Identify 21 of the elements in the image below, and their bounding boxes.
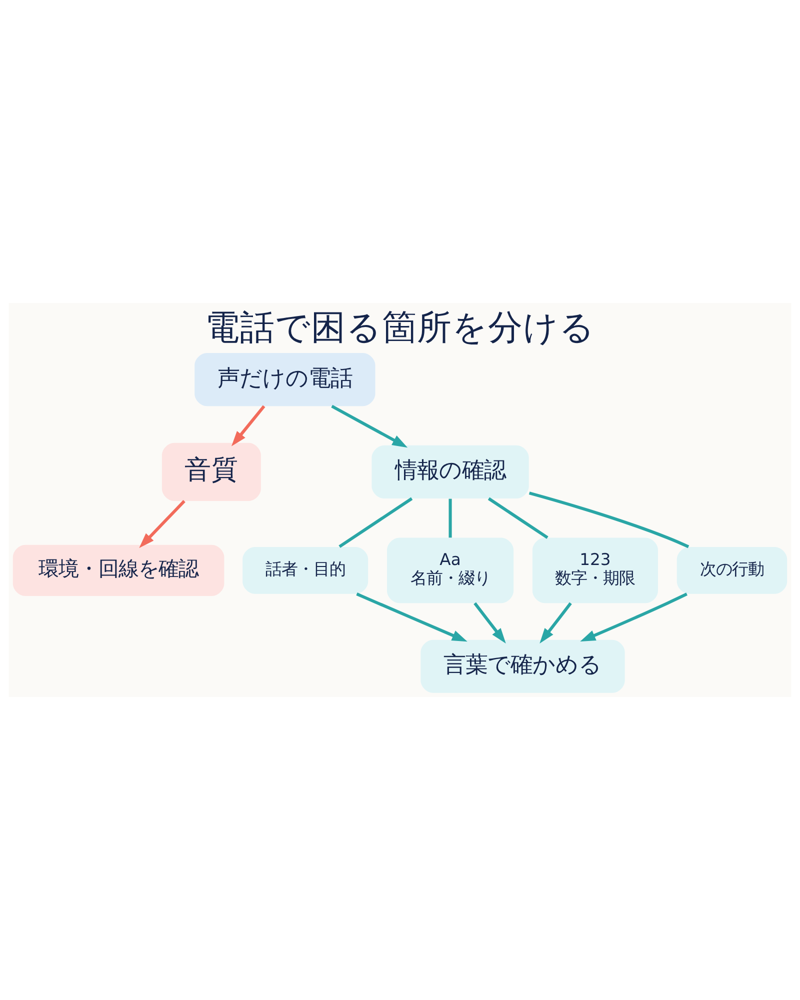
diagram-title: 電話で困る箇所を分ける (205, 308, 595, 348)
connector (448, 498, 452, 538)
node-box: Aa 名前・綴り (386, 538, 514, 604)
arrow (356, 592, 468, 642)
connector (528, 492, 690, 548)
arrow (139, 500, 186, 548)
node-box: 話者・目的 (242, 546, 368, 594)
node-box: 声だけの電話 (194, 353, 376, 406)
arrow (580, 592, 688, 642)
node-box: 言葉で確かめる (420, 640, 625, 693)
node-box: 次の行動 (676, 546, 788, 594)
connector (488, 497, 548, 539)
arrow (540, 602, 572, 644)
connector (338, 497, 413, 548)
node-box: 環境・回線を確認 (12, 544, 224, 596)
arrow (474, 602, 506, 644)
node-box: 情報の確認 (372, 445, 529, 498)
arrow (231, 405, 266, 446)
node-box: 音質 (162, 442, 261, 502)
node-box: 123 数字・期限 (532, 538, 658, 604)
arrow (331, 404, 408, 448)
